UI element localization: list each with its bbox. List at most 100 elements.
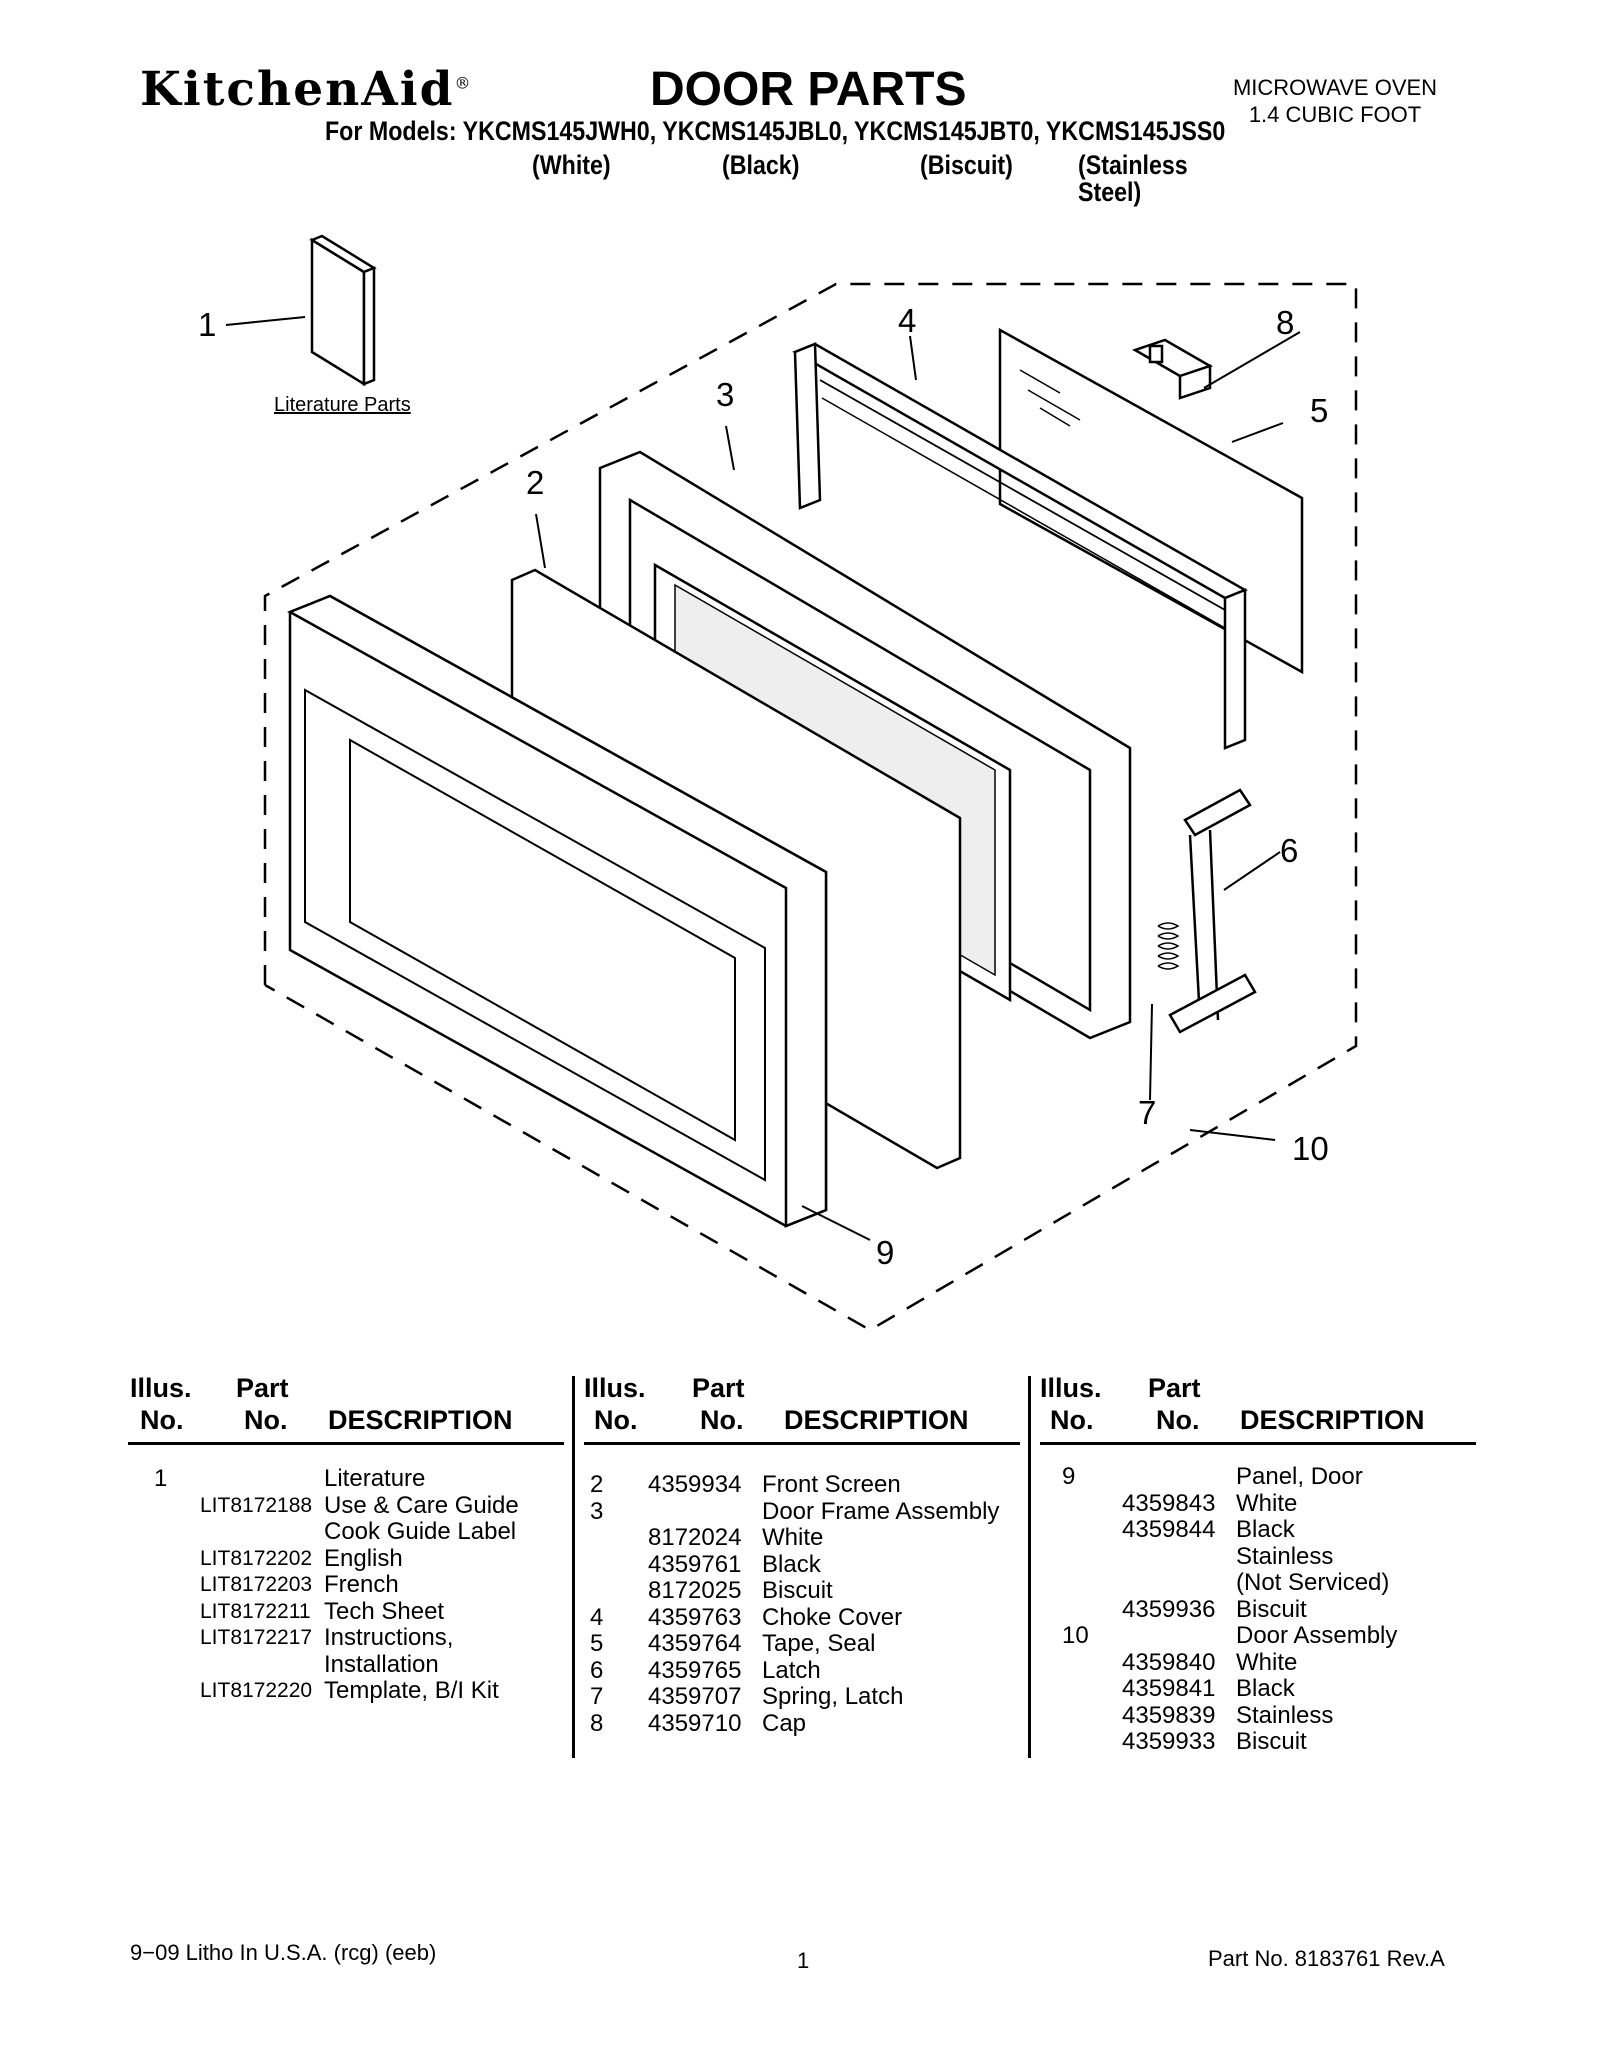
illus-number: 8 (590, 1709, 604, 1737)
illus-number: 9 (1062, 1463, 1076, 1490)
table2-head-desc: DESCRIPTION (784, 1405, 969, 1435)
part-number: 4359844 (1122, 1516, 1216, 1543)
illus-number: 7 (590, 1683, 604, 1710)
latch-part (1168, 788, 1257, 1034)
color-stainless: (Stainless Steel) (1078, 150, 1188, 207)
literature-parts-label: Literature Parts (274, 394, 411, 416)
part-number: LIT8172203 (200, 1573, 313, 1596)
head-no: No. (1156, 1405, 1200, 1435)
part-description: Installation (324, 1650, 439, 1678)
part-number: LIT8172220 (200, 1679, 313, 1702)
callout-9: 9 (876, 1234, 895, 1271)
part-number: LIT8172188 (200, 1493, 313, 1517)
callout-5: 5 (1310, 392, 1329, 429)
color-black: (Black) (722, 150, 800, 180)
table3-rule (1040, 1442, 1476, 1445)
part-description: (Not Serviced) (1236, 1569, 1390, 1596)
column-divider-1 (572, 1376, 575, 1758)
callout-arrows (225, 316, 1301, 1241)
part-number: 4359764 (648, 1630, 742, 1657)
part-description: Black (1236, 1516, 1295, 1543)
head-no: No. (244, 1405, 288, 1435)
callout-3: 3 (716, 376, 735, 413)
table1-head-desc: DESCRIPTION (328, 1405, 513, 1435)
latch-spring-part (1157, 922, 1180, 970)
callout-2: 2 (526, 464, 545, 501)
part-description: Stainless (1236, 1701, 1334, 1729)
part-number: 4359763 (648, 1603, 742, 1631)
footer-part-number: Part No. 8183761 Rev.A (1208, 1946, 1445, 1971)
part-number: 8172025 (648, 1577, 742, 1604)
product-line-1: MICROWAVE OVEN (1232, 75, 1438, 100)
part-description: Black (762, 1550, 821, 1578)
part-description: Template, B/I Kit (324, 1677, 499, 1704)
part-description: Black (1236, 1675, 1295, 1702)
head-illus: Illus. (130, 1373, 192, 1403)
callout-8: 8 (1276, 304, 1295, 341)
part-number: LIT8172202 (200, 1546, 313, 1570)
color-white: (White) (532, 150, 611, 180)
part-description: Use & Care Guide (324, 1491, 519, 1519)
part-description: Biscuit (1236, 1595, 1307, 1623)
part-number: 4359934 (648, 1471, 742, 1498)
color-biscuit: (Biscuit) (920, 150, 1013, 180)
model-list: For Models: YKCMS145JWH0, YKCMS145JBL0, … (325, 116, 1226, 146)
illus-number: 6 (590, 1656, 604, 1684)
part-description: Cook Guide Label (324, 1518, 517, 1545)
part-number: 4359765 (648, 1656, 742, 1684)
head-part: Part (236, 1373, 289, 1403)
part-description: Instructions, (324, 1624, 454, 1651)
column-divider-2 (1028, 1376, 1031, 1758)
illus-number: 4 (590, 1603, 604, 1631)
illus-number: 1 (154, 1465, 168, 1492)
part-number: LIT8172211 (200, 1599, 311, 1623)
cap-part (1131, 338, 1214, 400)
head-no: No. (140, 1405, 184, 1435)
part-number: LIT8172217 (200, 1626, 313, 1649)
part-description: Tech Sheet (324, 1597, 445, 1625)
head-part: Part (1148, 1373, 1201, 1403)
illus-number: 3 (590, 1497, 604, 1525)
seal-tape-part (998, 327, 1304, 675)
product-line-2: 1.4 CUBIC FOOT (1248, 102, 1422, 127)
part-number: 8172024 (648, 1524, 742, 1551)
part-number: 4359843 (1122, 1489, 1216, 1517)
literature-booklet-icon (309, 234, 377, 387)
page-title: DOOR PARTS (650, 63, 967, 116)
choke-cover-part (792, 342, 1248, 750)
callout-4: 4 (898, 302, 917, 339)
door-assembly-outline (263, 282, 1358, 1332)
part-number: 4359839 (1122, 1701, 1216, 1729)
illus-number: 5 (590, 1630, 604, 1657)
head-no: No. (1050, 1405, 1094, 1435)
part-description: Door Assembly (1236, 1622, 1398, 1649)
part-number: 4359710 (648, 1709, 742, 1737)
part-description: Literature (324, 1465, 426, 1492)
part-description: Biscuit (762, 1577, 833, 1604)
illus-number: 10 (1062, 1622, 1089, 1649)
part-description: Panel, Door (1236, 1463, 1363, 1490)
part-number: 4359933 (1122, 1728, 1216, 1755)
part-description: French (324, 1571, 399, 1598)
head-illus: Illus. (1040, 1373, 1102, 1403)
callout-6: 6 (1280, 832, 1299, 869)
part-description: White (762, 1524, 824, 1551)
head-no: No. (700, 1405, 744, 1435)
part-number: 4359707 (648, 1683, 742, 1710)
part-description: Biscuit (1236, 1728, 1307, 1755)
exploded-parts-diagram (225, 234, 1358, 1332)
product-description: MICROWAVE OVEN 1.4 CUBIC FOOT (1200, 74, 1470, 128)
footer-page-number: 1 (797, 1948, 810, 1973)
part-number: 4359761 (648, 1550, 742, 1578)
part-number: 4359841 (1122, 1675, 1216, 1702)
callout-10: 10 (1292, 1130, 1329, 1167)
door-panel-part (287, 594, 828, 1228)
part-number: 4359840 (1122, 1648, 1216, 1676)
head-part: Part (692, 1373, 745, 1403)
head-illus: Illus. (584, 1373, 646, 1403)
part-description: Stainless (1236, 1542, 1334, 1570)
part-number: 4359936 (1122, 1595, 1216, 1623)
part-description: Spring, Latch (762, 1683, 904, 1710)
callout-7: 7 (1138, 1094, 1157, 1131)
brand-logo: KitchenAid® (140, 62, 473, 117)
